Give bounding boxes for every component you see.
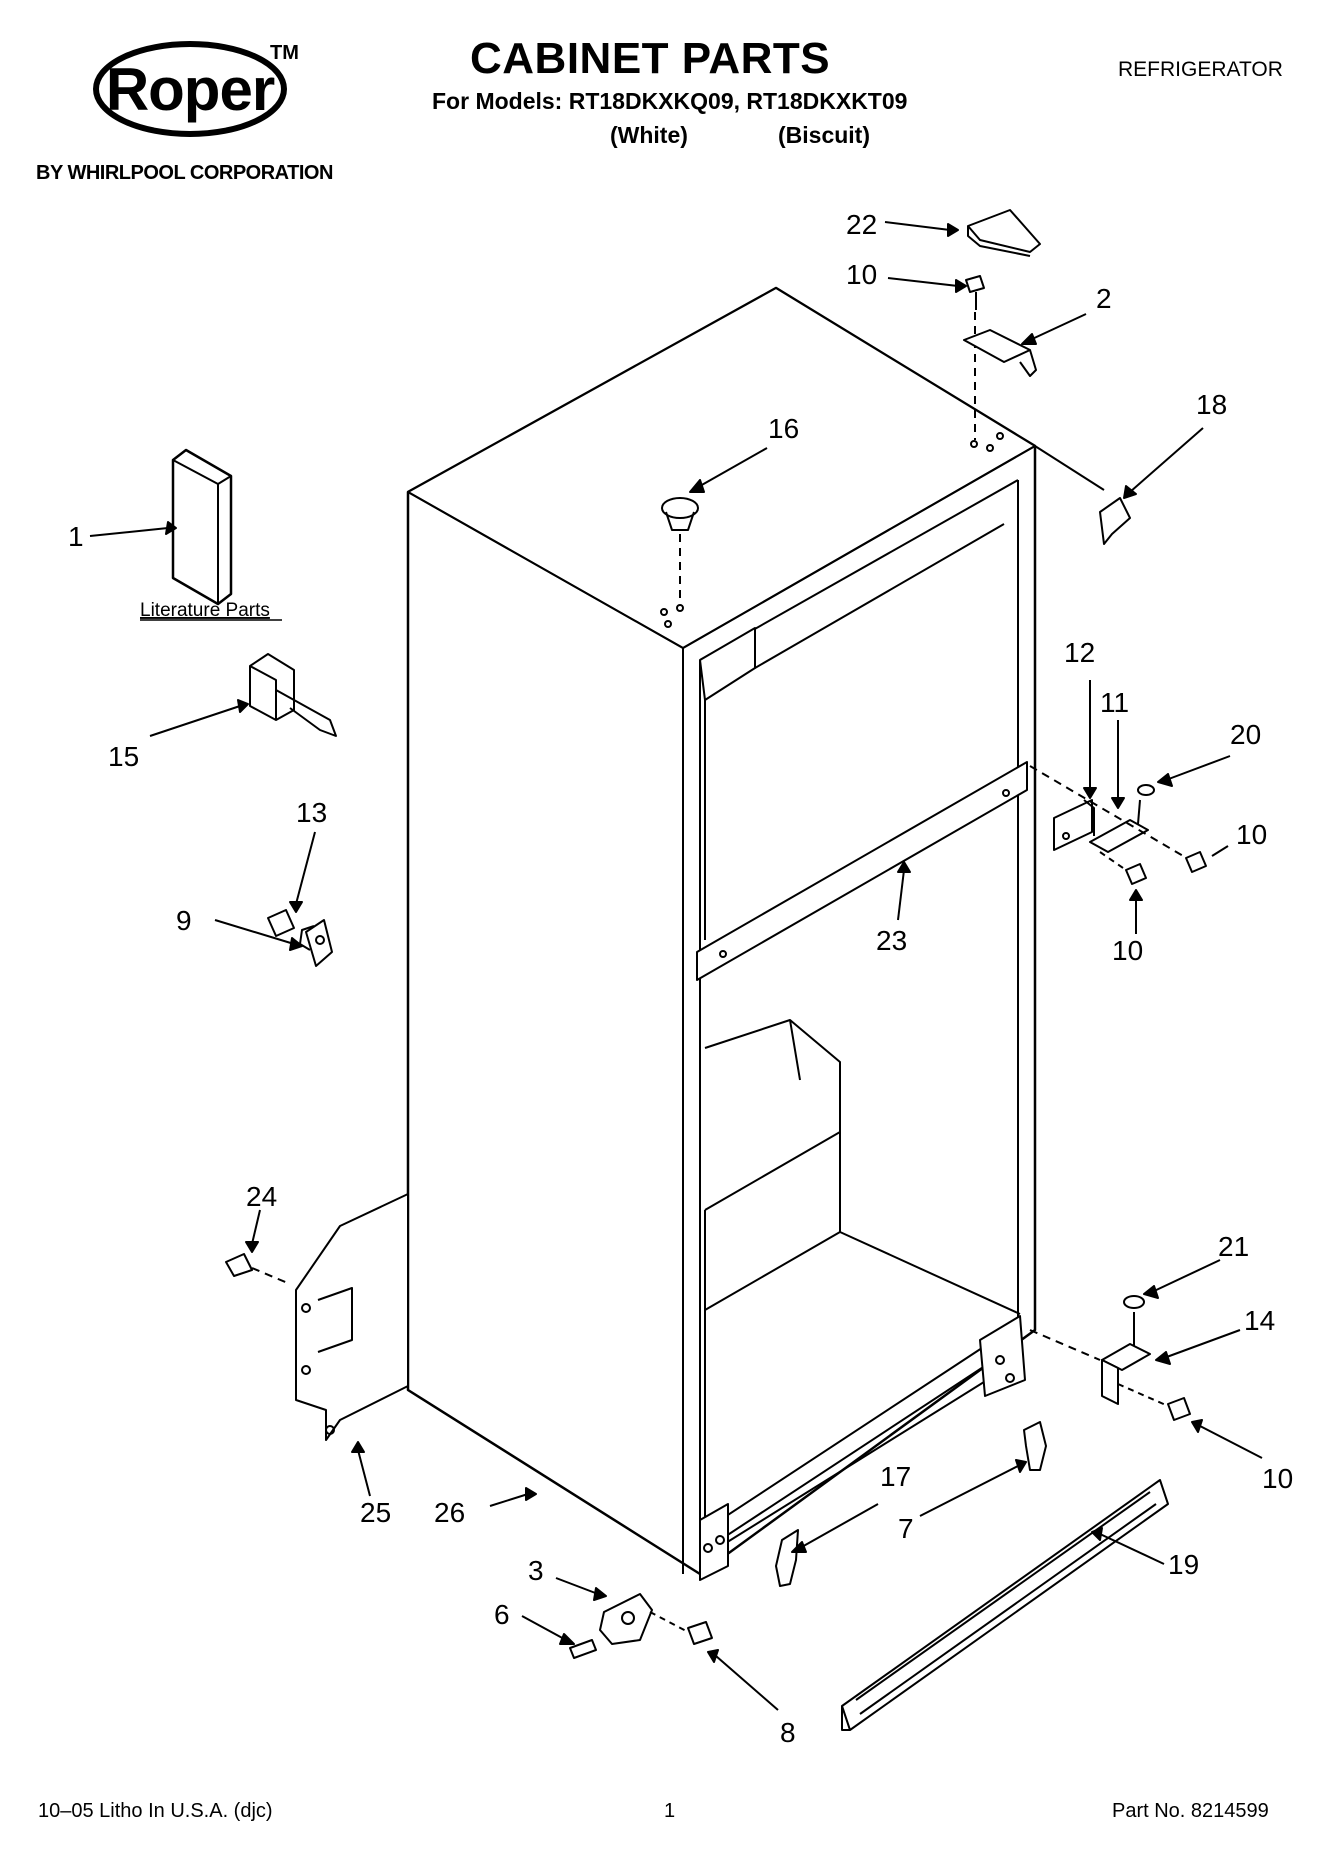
callout-1: 1 [68, 521, 84, 552]
screw-10c [1167, 1397, 1191, 1421]
page-title: CABINET PARTS [470, 34, 831, 83]
clip-7 [1023, 1421, 1047, 1471]
callout-7: 7 [898, 1513, 914, 1544]
callout-8: 8 [780, 1717, 796, 1748]
refrigerator-cabinet [406, 286, 1037, 1581]
callout-14: 14 [1244, 1305, 1275, 1336]
corporation-name: BY WHIRLPOOL CORPORATION [36, 162, 333, 184]
models-line: For Models: RT18DKXKQ09, RT18DKXKT09 [432, 88, 908, 114]
callout-9: 9 [176, 905, 192, 936]
callout-12: 12 [1064, 637, 1095, 668]
hinge-9-13 [267, 909, 333, 967]
callout-22: 22 [846, 209, 877, 240]
callout-24: 24 [246, 1181, 277, 1212]
callout-23: 23 [876, 925, 907, 956]
callout-3: 3 [528, 1555, 544, 1586]
screw-8 [687, 1621, 713, 1645]
bottom-hinge-14 [1101, 1295, 1151, 1405]
screw-10b [1125, 863, 1147, 885]
screw-10a [1185, 851, 1207, 873]
callout-19: 19 [1168, 1549, 1199, 1580]
appliance-type: REFRIGERATOR [1118, 58, 1283, 81]
variant-white: (White) [610, 122, 688, 148]
callout-25: 25 [360, 1497, 391, 1528]
callout-18: 18 [1196, 389, 1227, 420]
callout-21: 21 [1218, 1231, 1249, 1262]
callout-10-right: 10 [1236, 819, 1267, 850]
toe-grille-19 [841, 1479, 1169, 1731]
callout-10-mid: 10 [1112, 935, 1143, 966]
callout-11: 11 [1100, 687, 1129, 718]
center-hinge-12-11 [1053, 784, 1155, 853]
litho-note: 10–05 Litho In U.S.A. (djc) [38, 1800, 273, 1822]
roper-logo-oval [93, 41, 287, 137]
part-number: Part No. 8214599 [1112, 1800, 1269, 1822]
callout-15: 15 [108, 741, 139, 772]
variant-biscuit: (Biscuit) [778, 122, 870, 148]
divider-bar [696, 761, 1028, 981]
callout-13: 13 [296, 797, 327, 828]
callout-10-top: 10 [846, 259, 877, 290]
hinge-cover-18 [1099, 497, 1131, 545]
clip-17 [775, 1529, 799, 1587]
bracket-15 [249, 653, 337, 737]
trademark-mark: TM [270, 42, 299, 64]
leveling-leg-3 [599, 1593, 653, 1645]
side-panel-25 [295, 1193, 409, 1441]
top-cap-22 [967, 209, 1041, 257]
plug-16 [661, 497, 699, 531]
callout-20: 20 [1230, 719, 1261, 750]
callout-10-bottom: 10 [1262, 1463, 1293, 1494]
literature-book-part [171, 448, 233, 606]
screw-24 [225, 1253, 253, 1277]
page-number: 1 [664, 1800, 676, 1822]
literature-parts-label: Literature Parts [140, 600, 270, 621]
callout-26: 26 [434, 1497, 465, 1528]
roper-logo: Roper [105, 55, 275, 123]
screw-6 [569, 1639, 597, 1659]
callout-6: 6 [494, 1599, 510, 1630]
top-hinge-2 [963, 329, 1037, 377]
callout-2: 2 [1096, 283, 1112, 314]
callout-17: 17 [880, 1461, 911, 1492]
screw-top-10 [965, 275, 985, 310]
callout-16: 16 [768, 413, 799, 444]
